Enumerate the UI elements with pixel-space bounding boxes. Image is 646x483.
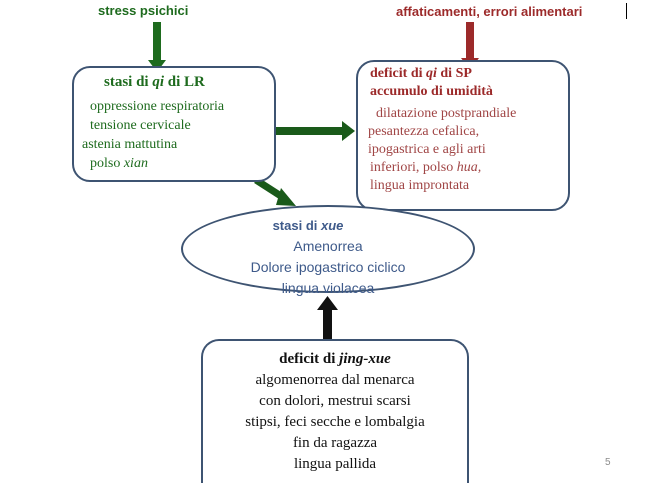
title-part: di SP [436, 66, 472, 81]
list-item: tensione cervicale [90, 118, 191, 133]
title-em: qi [152, 74, 165, 90]
list-item: lingua pallida [293, 456, 377, 472]
page-number: 5 [605, 457, 611, 468]
affaticamenti-label: affaticamenti, errori alimentari [396, 4, 583, 19]
list-item: polso xian [82, 154, 224, 173]
title-em: xue [321, 218, 344, 233]
box-lr-title: stasi di qi di LR [104, 74, 205, 91]
arrow-jing-to-xue [317, 296, 338, 340]
box-sp-title: deficit di qi di SP accumulo di umidità [370, 65, 493, 101]
box-sp-lines: dilatazione postprandiale pesantezza cef… [368, 105, 516, 195]
title-part: di LR [164, 74, 205, 90]
list-item: stipsi, feci secche e lombalgia [245, 414, 425, 430]
list-item: dilatazione postprandiale [376, 106, 517, 121]
list-item: inferiori, polso hua, [368, 159, 516, 177]
title-part: stasi di [272, 218, 321, 233]
title-em: qi [426, 66, 437, 81]
text-part: polso [90, 156, 124, 171]
title-part: deficit di [370, 66, 426, 81]
title-part: deficit di [279, 351, 340, 367]
text-cursor [626, 3, 627, 19]
list-item: pesantezza cefalica, [368, 124, 480, 139]
list-item: ipogastrica e agli arti [368, 142, 486, 157]
arrow-lr-to-sp [276, 121, 355, 141]
stress-psichici-label: stress psichici [98, 3, 189, 18]
box-sp-subtitle: accumulo di umidità [370, 84, 493, 99]
arrow-lr-to-xue [254, 177, 296, 206]
title-em: jing-xue [339, 351, 391, 367]
list-item: Amenorrea [293, 238, 363, 254]
list-item: astenia mattutina [82, 137, 178, 152]
ellipse-content: stasi di xue Amenorrea Dolore ipogastric… [183, 215, 473, 299]
text-em: xian [123, 156, 148, 171]
ellipse-stasi-xue: stasi di xue Amenorrea Dolore ipogastric… [181, 205, 475, 296]
list-item: fin da ragazza [292, 435, 378, 451]
box-jing-content: deficit di jing-xue algomenorrea dal men… [203, 349, 467, 475]
box-stasi-qi-lr: stasi di qi di LR oppressione respirator… [72, 66, 276, 182]
arrow-stress-to-lr [148, 22, 166, 72]
box-jing-title: deficit di jing-xue [203, 349, 467, 370]
list-item: oppressione respiratoria [90, 99, 225, 114]
list-item: lingua violacea [281, 280, 375, 296]
list-item: lingua improntata [370, 178, 470, 193]
box-deficit-qi-sp: deficit di qi di SP accumulo di umidità … [356, 60, 570, 211]
box-sp-title-line: deficit di qi di SP [370, 65, 493, 83]
box-deficit-jing-xue: deficit di jing-xue algomenorrea dal men… [201, 339, 469, 483]
list-item: Dolore ipogastrico ciclico [250, 259, 406, 275]
box-lr-lines: oppressione respiratoria tensione cervic… [82, 97, 224, 173]
title-part: stasi di [104, 74, 153, 90]
list-item: algomenorrea dal menarca [255, 372, 415, 388]
list-item: con dolori, mestrui scarsi [259, 393, 411, 409]
ellipse-title: stasi di xue [143, 215, 473, 236]
text-em: hua, [456, 160, 482, 175]
text-part: inferiori, polso [370, 160, 457, 175]
